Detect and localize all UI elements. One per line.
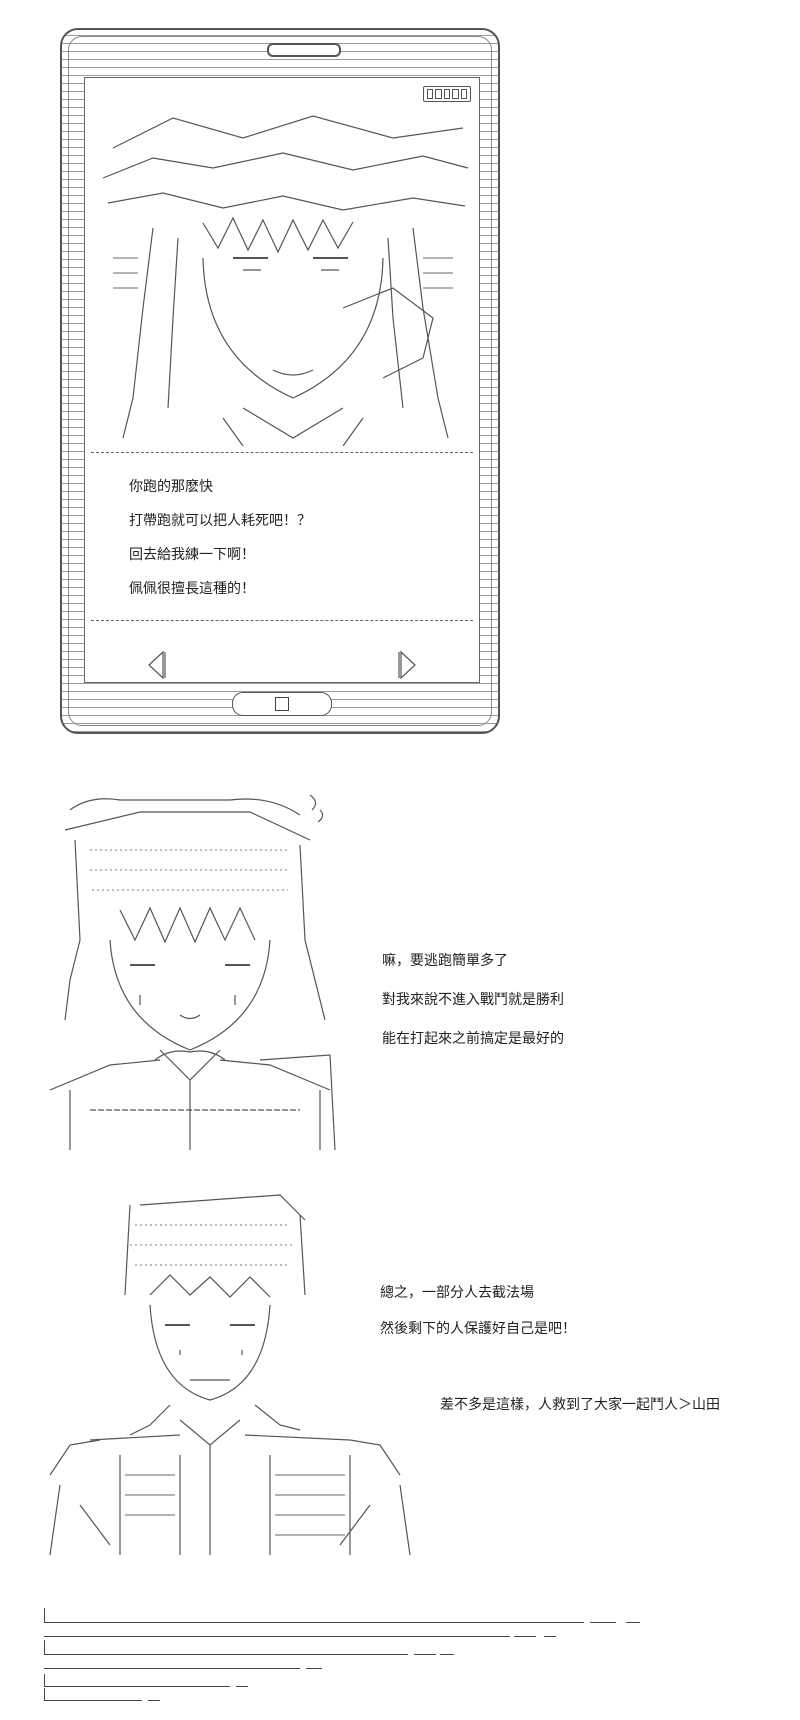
phone-frame: 你跑的那麽快 打帶跑就可以把人耗死吧！？ 回去給我練一下啊！ 佩佩很擅長這種的！ xyxy=(60,28,500,734)
aside-line: 差不多是這樣，人救到了大家一起鬥人＞山田 xyxy=(440,1397,720,1413)
dialog-line: 然後剩下的人保護好自己是吧！ xyxy=(380,1321,576,1337)
dialog-line: 能在打起來之前搞定是最好的 xyxy=(382,1031,564,1047)
message-line: 回去給我練一下啊！ xyxy=(129,547,255,563)
character-figure-3 xyxy=(49,1194,411,1555)
dialog-line: 嘛，要逃跑簡單多了 xyxy=(382,953,508,969)
triangle-left-icon[interactable] xyxy=(145,650,167,680)
message-line: 佩佩很擅長這種的！ xyxy=(129,581,255,597)
caller-portrait-art xyxy=(102,115,469,446)
dialog-line: 總之，一部分人去截法場 xyxy=(380,1285,534,1301)
character-figure-2 xyxy=(49,794,336,1150)
phone-speaker xyxy=(267,43,341,57)
screen-divider-bottom xyxy=(91,620,473,621)
screen-divider-top xyxy=(91,452,473,453)
triangle-right-icon[interactable] xyxy=(397,650,419,680)
battery-icon xyxy=(423,86,471,102)
message-line: 你跑的那麽快 xyxy=(129,479,213,495)
home-button-icon[interactable] xyxy=(232,692,332,716)
phone-screen: 你跑的那麽快 打帶跑就可以把人耗死吧！？ 回去給我練一下啊！ 佩佩很擅長這種的！ xyxy=(84,77,480,683)
dialog-line: 對我來說不進入戰鬥就是勝利 xyxy=(382,992,564,1008)
message-line: 打帶跑就可以把人耗死吧！？ xyxy=(129,513,311,529)
